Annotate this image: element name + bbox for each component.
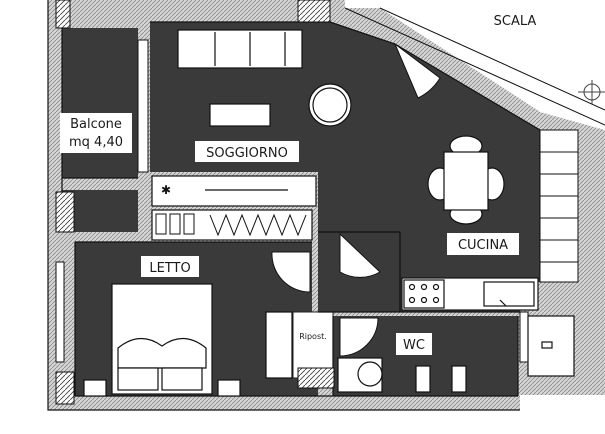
- pillar: [55, 191, 75, 233]
- window: [137, 39, 149, 173]
- bedroom-furniture: [83, 283, 293, 397]
- entrance-door: [393, 42, 441, 99]
- nightstand: [83, 379, 107, 397]
- window: [55, 261, 65, 363]
- pillar: [297, 367, 335, 389]
- round-table: [308, 83, 352, 127]
- pillars: [55, 0, 335, 405]
- label-scala: SCALA: [494, 14, 537, 29]
- dining-table: [443, 151, 489, 211]
- nightstand: [217, 379, 241, 397]
- balcony-lower: [62, 190, 138, 232]
- coffee-table: [209, 103, 271, 127]
- dresser: [265, 311, 293, 379]
- label-soggiorno: SOGGIORNO: [206, 146, 288, 161]
- corridor-door: [339, 232, 381, 278]
- window: [519, 311, 529, 363]
- room-labels: SCALA Balcone mq 4,40 SOGGIORNO CUCINA L…: [60, 14, 536, 355]
- compass-icon: [578, 80, 605, 104]
- living-kitchen-floor: [150, 22, 540, 312]
- label-letto: LETTO: [149, 261, 190, 276]
- sink: [483, 281, 535, 307]
- label-wc: WC: [403, 338, 425, 353]
- toilet: [451, 365, 467, 393]
- staircase: [344, 7, 605, 283]
- sofa: [177, 29, 303, 69]
- bidet: [415, 365, 431, 393]
- wardrobe: [151, 209, 313, 241]
- pillar: [55, 0, 71, 29]
- doors: [271, 42, 441, 357]
- balcony-floor: [62, 28, 138, 178]
- tv-cabinet: [151, 175, 317, 207]
- label-balcone-area: mq 4,40: [69, 135, 123, 150]
- living-furniture: ✱: [151, 29, 352, 241]
- wc-door: [339, 317, 379, 357]
- label-cucina: CUCINA: [458, 238, 508, 253]
- bedroom-door: [271, 251, 311, 293]
- wardrobe-hangers: [155, 213, 307, 237]
- label-ripost: Ripost.: [299, 332, 327, 341]
- svg-text:✱: ✱: [161, 183, 171, 197]
- wc-fixtures: [337, 315, 575, 393]
- label-balcone: Balcone: [70, 117, 122, 132]
- kitchen-furniture: [401, 135, 539, 311]
- pillar: [55, 371, 75, 405]
- pillar: [297, 0, 331, 23]
